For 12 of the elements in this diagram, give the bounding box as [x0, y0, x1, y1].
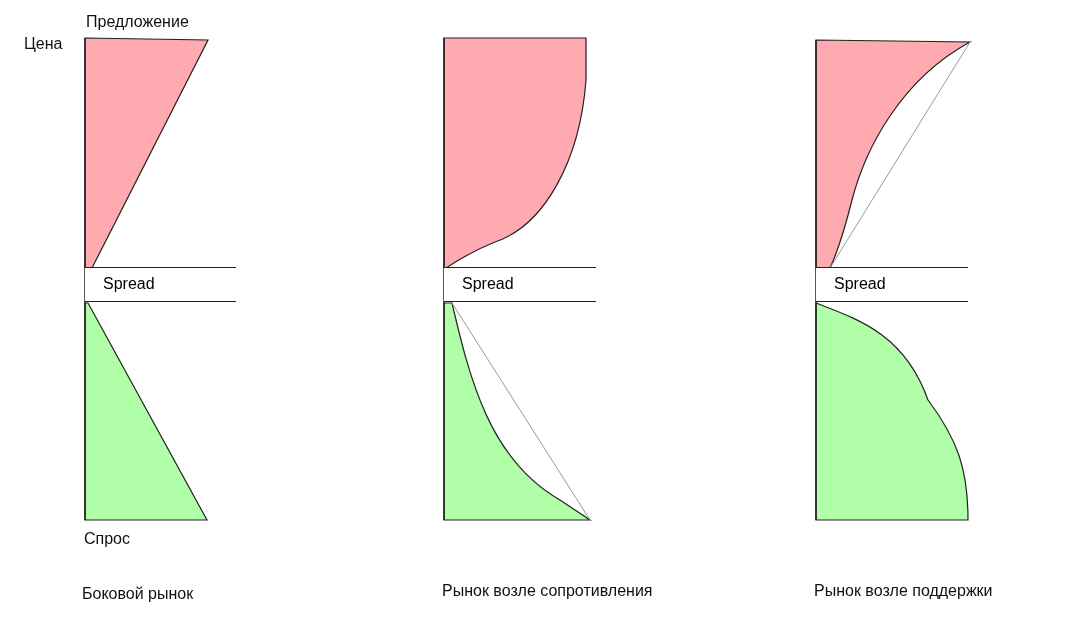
spread-band — [444, 267, 596, 302]
spread-band — [85, 267, 236, 302]
axis-label: Предложение — [86, 13, 189, 31]
axis-label: Спрос — [84, 530, 130, 548]
panel-caption: Рынок возле сопротивления — [442, 582, 653, 600]
panel-caption: Рынок возле поддержки — [814, 582, 993, 600]
band-label: Spread — [462, 275, 514, 293]
band-label: Spread — [103, 275, 155, 293]
spread-band — [816, 267, 968, 302]
band-label: Spread — [834, 275, 886, 293]
axis-label: Цена — [24, 35, 63, 53]
panel-caption: Боковой рынок — [82, 585, 194, 603]
